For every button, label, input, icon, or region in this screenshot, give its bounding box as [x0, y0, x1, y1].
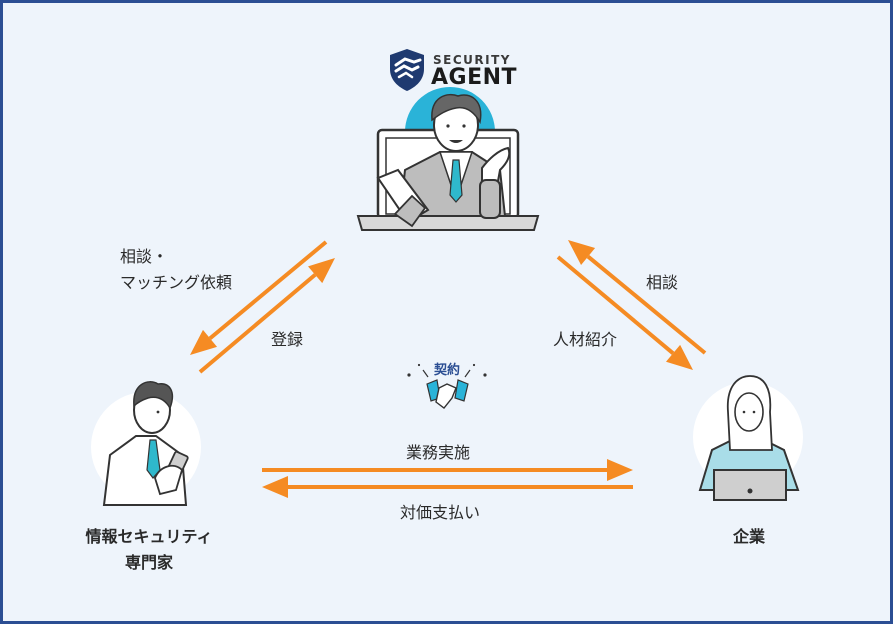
request-label: 相談・ マッチング依頼 [120, 244, 232, 296]
arrow-expert-to-agent [198, 258, 335, 374]
expert-label-line2: 専門家 [124, 553, 173, 572]
woman-with-laptop-illustration [693, 375, 803, 501]
hair [431, 93, 482, 125]
arrow-company-to-expert [262, 476, 633, 498]
company-consult-label: 相談 [646, 273, 679, 292]
registration-label: 登録 [271, 330, 304, 349]
diagram-graphics [91, 87, 803, 506]
laptop-base [356, 215, 540, 231]
laptop [713, 469, 787, 501]
arrow-expert-to-company [262, 459, 633, 481]
request-label-line1: 相談・ [120, 247, 169, 266]
face [734, 392, 764, 432]
hair [133, 381, 174, 410]
introduce-label: 人材紹介 [553, 330, 618, 349]
arrow-company-to-agent [568, 240, 707, 355]
security-agent-logo: SECURITY AGENT [387, 45, 517, 95]
arrow-agent-to-expert [190, 240, 328, 355]
expert-label-line1: 情報セキュリティ [85, 527, 213, 546]
handshake-icon [407, 363, 487, 409]
expert-with-phone-illustration [91, 381, 201, 506]
request-label-line2: マッチング依頼 [120, 273, 233, 292]
logo-text-agent: AGENT [431, 65, 518, 90]
agent-on-laptop-illustration [356, 87, 540, 231]
tie [449, 159, 463, 203]
payment-label: 対価支払い [400, 503, 481, 522]
contract-label: 契約 [434, 363, 461, 378]
company-label: 企業 [732, 527, 765, 546]
logo-text-security: SECURITY [433, 53, 511, 67]
work-execution-label: 業務実施 [406, 443, 471, 462]
shield-handshake-icon [390, 49, 424, 91]
arrows [190, 240, 707, 498]
arrow-agent-to-company [556, 255, 693, 370]
expert-label: 情報セキュリティ 専門家 [69, 524, 229, 576]
